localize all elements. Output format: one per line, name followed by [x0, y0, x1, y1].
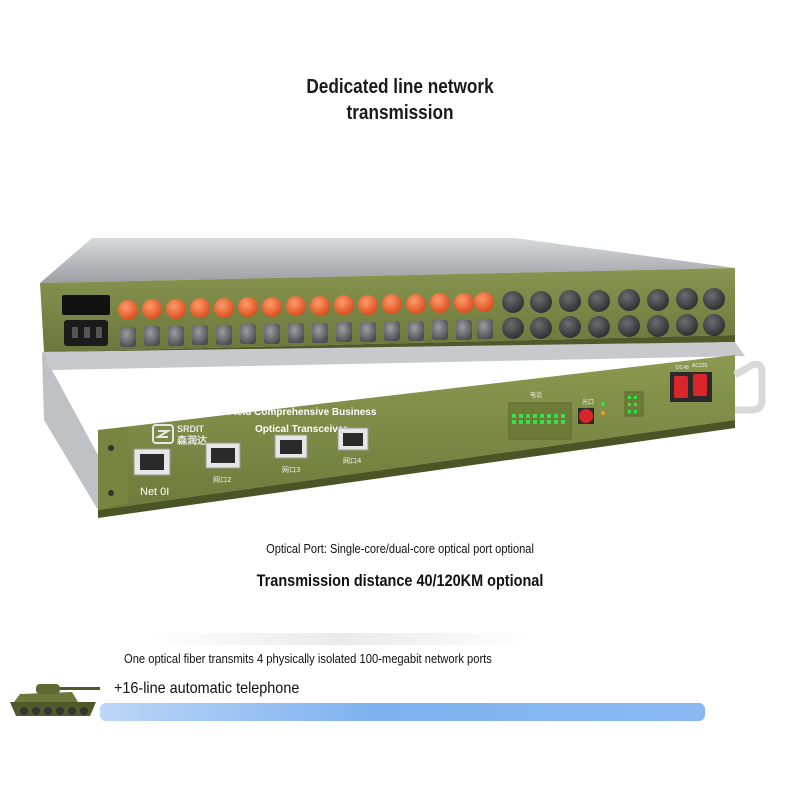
ac-power-switch[interactable] [693, 374, 707, 396]
rack-ear-left [98, 427, 128, 510]
optical-port-icon [579, 409, 593, 423]
page-title: Dedicated line network transmission [56, 74, 744, 126]
port3-label: 网口3 [282, 466, 300, 474]
power-ac-label: AC220 [692, 363, 708, 369]
ethernet-port-2 [205, 442, 241, 469]
distance-caption: Transmission distance 40/120KM optional [256, 571, 544, 590]
handle-icon [733, 360, 766, 414]
fiber-port-row [118, 292, 494, 320]
banner-line-1: One optical fiber transmits 4 physically… [124, 651, 492, 666]
banner-bar [100, 703, 705, 721]
brand-cn-text: 森润达 [176, 434, 207, 447]
net-port-label: Net 0I [140, 486, 169, 498]
optical-port-caption: Optical Port: Single-core/dual-core opti… [266, 541, 534, 556]
port2-label: 网口2 [213, 476, 231, 484]
port4-label: 网口4 [343, 457, 362, 465]
front-unit-top-cover [42, 342, 745, 370]
dc-power-switch[interactable] [674, 376, 688, 398]
power-dc-label: DC48 [676, 365, 689, 371]
phone-label: 电话 [530, 391, 542, 399]
phone-led-grid [512, 414, 565, 424]
status-led-icon [601, 411, 605, 415]
brand-text: SRDIT [177, 424, 205, 434]
faint-text-band [150, 633, 530, 645]
status-led-icon [601, 402, 605, 406]
front-panel [98, 355, 735, 510]
ethernet-port-3 [274, 434, 308, 459]
optical-label: 光口 [582, 398, 594, 406]
banner-line-2: +16-line automatic telephone [114, 680, 300, 697]
brand-logo-icon [152, 424, 174, 444]
tank-icon [10, 684, 100, 716]
button-grid [502, 288, 725, 339]
ethernet-port-1 [133, 448, 171, 476]
product-line-2: Optical Transceiver [255, 424, 347, 435]
terminal-block-icon [62, 295, 110, 315]
ethernet-port-4 [337, 427, 369, 451]
product-line-1: Field Comprehensive Business [228, 407, 377, 418]
connector-row [120, 319, 493, 347]
title-line-1: Dedicated line network [306, 76, 494, 98]
title-line-2: transmission [346, 102, 454, 124]
